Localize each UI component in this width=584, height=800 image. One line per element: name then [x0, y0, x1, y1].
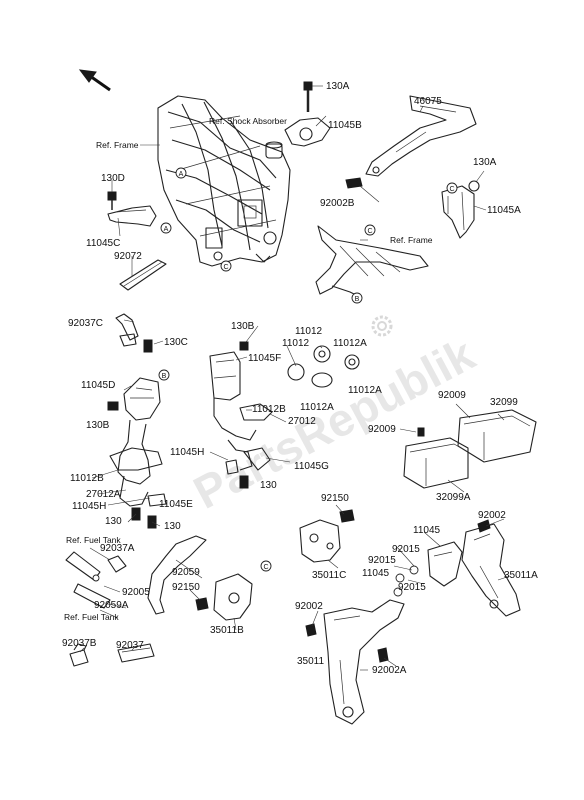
label-11012B-left: 11012B: [70, 473, 104, 484]
svg-text:C: C: [263, 564, 268, 571]
clamp-92037C: [115, 313, 153, 353]
label-130D: 130D: [101, 173, 125, 184]
label-35011C: 35011C: [312, 570, 347, 581]
label-11012A-b: 11012A: [348, 385, 382, 396]
label-11045C: 11045C: [86, 238, 121, 249]
label-130-left-2: 130: [164, 521, 181, 532]
label-32099: 32099: [490, 397, 518, 408]
label-130-left-1: 130: [105, 516, 122, 527]
bracket-35011C: [299, 509, 355, 563]
strap-92072: [119, 259, 167, 291]
label-27012-middle: 27012: [288, 416, 316, 427]
label-11045G: 11045G: [294, 461, 329, 472]
callout-b1: B: [351, 292, 363, 304]
bracket-35011: [305, 599, 405, 725]
label-11045H-left: 11045H: [72, 501, 107, 512]
watermark-gear-icon: [371, 315, 393, 337]
label-92037B: 92037B: [62, 638, 97, 649]
label-32099A: 32099A: [436, 492, 471, 503]
svg-text:C: C: [367, 228, 372, 235]
callout-c3: C: [446, 182, 458, 194]
label-92015-c: 92015: [398, 582, 426, 593]
label-11045-right: 11045: [413, 525, 441, 536]
label-11045B: 11045B: [328, 120, 362, 131]
label-11012-b: 11012: [282, 338, 310, 349]
label-130A-right: 130A: [473, 157, 497, 168]
label-92059: 92059: [172, 567, 200, 578]
label-92005: 92005: [122, 587, 150, 598]
shock-absorber-bracket: [265, 81, 331, 159]
label-130A-top: 130A: [326, 81, 350, 92]
label-11012A-c: 11012A: [300, 402, 334, 413]
grommets-11012: [287, 345, 360, 388]
label-35011B: 35011B: [210, 625, 244, 636]
callout-c2: C: [364, 224, 376, 236]
label-92059A: 92059A: [94, 600, 129, 611]
bracket-46075: [345, 95, 477, 189]
bracket-11045A: [441, 180, 480, 239]
bracket-11045C: [107, 191, 157, 227]
label-92002B: 92002B: [320, 198, 355, 209]
label-11045E: 11045E: [159, 499, 193, 510]
label-35011: 35011: [297, 656, 325, 667]
label-35011A: 35011A: [504, 570, 538, 581]
callout-c1: C: [220, 260, 232, 272]
box-32099A: [403, 427, 469, 489]
svg-text:B: B: [355, 296, 360, 303]
label-11045-right-2: 11045: [362, 568, 390, 579]
label-92037C: 92037C: [68, 318, 104, 329]
label-92002-right: 92002: [478, 510, 506, 521]
label-11045H-middle: 11045H: [170, 447, 205, 458]
label-ref-shock-absorber: Ref. Shock Absorber: [209, 116, 287, 126]
callout-b2: B: [158, 369, 170, 381]
bracket-35011B: [147, 535, 253, 621]
label-92150-middle: 92150: [172, 582, 200, 593]
label-27012A: 27012A: [86, 489, 121, 500]
callout-a1: A: [175, 167, 187, 179]
svg-text:A: A: [179, 171, 184, 178]
label-11012B-middle: 11012B: [252, 404, 286, 415]
left-bracket-assembly: [107, 377, 167, 529]
label-130-middle: 130: [260, 480, 277, 491]
label-ref-frame-2: Ref. Frame: [390, 235, 433, 245]
label-92002A: 92002A: [372, 665, 407, 676]
label-11045D: 11045D: [81, 380, 116, 391]
label-11012-a: 11012: [295, 326, 323, 337]
label-130B-middle: 130B: [231, 321, 255, 332]
fuel-hoses: [65, 551, 127, 609]
label-ref-fuel-tank-1: Ref. Fuel Tank: [66, 535, 121, 545]
leader-lines: [79, 85, 511, 671]
label-92009-b: 92009: [368, 424, 396, 435]
callout-a2: A: [160, 222, 172, 234]
label-92037: 92037: [116, 640, 144, 651]
label-ref-frame-1: Ref. Frame: [96, 140, 139, 150]
label-130C: 130C: [164, 337, 188, 348]
label-ref-fuel-tank-2: Ref. Fuel Tank: [64, 612, 119, 622]
label-46075: 46075: [414, 96, 442, 107]
label-92150-right: 92150: [321, 493, 349, 504]
label-92015-a: 92015: [392, 544, 420, 555]
label-92002-left: 92002: [295, 601, 323, 612]
direction-arrow-icon: [78, 69, 111, 92]
label-92037A: 92037A: [100, 543, 135, 554]
label-11012A-a: 11012A: [333, 338, 367, 349]
svg-text:C: C: [223, 264, 228, 271]
bracket-35011A: [461, 519, 521, 617]
label-11045F: 11045F: [248, 353, 282, 364]
svg-text:C: C: [449, 186, 454, 193]
bracket-11045: [393, 541, 463, 597]
middle-bracket-assembly: [209, 341, 273, 489]
svg-text:B: B: [162, 373, 167, 380]
watermark: PartsRepublik: [185, 327, 483, 518]
label-92072: 92072: [114, 251, 142, 262]
callout-c4: C: [260, 560, 272, 572]
label-130B-left: 130B: [86, 420, 110, 431]
label-11045A: 11045A: [487, 205, 521, 216]
label-92015-b: 92015: [368, 555, 396, 566]
label-92009-a: 92009: [438, 390, 466, 401]
svg-text:A: A: [164, 226, 169, 233]
clips-92037: [69, 643, 155, 667]
